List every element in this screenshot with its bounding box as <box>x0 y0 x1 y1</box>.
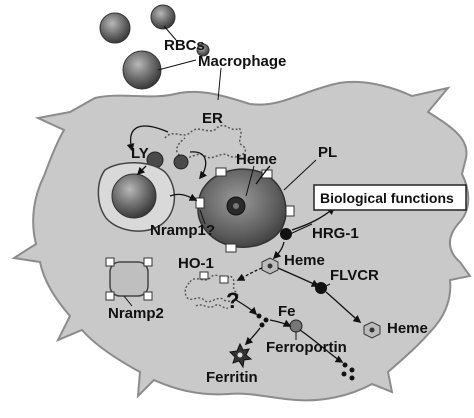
label-er: ER <box>202 110 223 127</box>
exported-fe-dot <box>349 367 355 373</box>
rbc-cell <box>99 12 131 44</box>
exported-fe-dot <box>342 362 348 368</box>
transporter <box>105 257 115 267</box>
arrow-flvcr-export <box>325 291 362 323</box>
phagolysosome <box>195 167 295 253</box>
fe-dot <box>263 317 269 323</box>
flvcr-channel <box>315 282 327 294</box>
fe-dot <box>259 322 265 328</box>
arrow-heme-to-flvcr <box>277 267 320 287</box>
arrow-hrg1-to-heme <box>272 241 285 260</box>
er-network <box>164 124 247 159</box>
label-flvcr: FLVCR <box>330 267 379 284</box>
label-ferroportin: Ferroportin <box>266 339 347 356</box>
transporter <box>143 291 153 301</box>
arrow-pl-heme-release <box>255 165 271 185</box>
ferritin-core <box>237 352 243 358</box>
arrow-phagosome-to-pl <box>169 193 198 201</box>
arrow-heme-to-ho1 <box>236 267 263 281</box>
label-fe: Fe <box>278 303 296 320</box>
label-heme-top: Heme <box>236 151 277 168</box>
ho1-enzyme <box>219 275 229 284</box>
ho1-er-network <box>184 274 239 303</box>
arrow-fe-to-ferroportin <box>269 319 292 327</box>
arrow-er-to-ly <box>126 125 169 152</box>
biological-functions-box <box>313 184 467 211</box>
transporter <box>285 205 295 217</box>
label-hrg1: HRG-1 <box>312 225 359 242</box>
rbc-cell-engulfed <box>122 50 162 90</box>
rbc-in-phagosome <box>111 173 157 219</box>
transporter <box>105 291 115 301</box>
arrow-ly-to-phagosome <box>136 165 147 176</box>
transporter <box>143 257 153 267</box>
label-macrophage: Macrophage <box>198 53 286 70</box>
label-ho1: HO-1 <box>178 255 214 272</box>
label-leader-lines <box>123 25 331 340</box>
arrow-ho1-to-fe <box>235 299 258 316</box>
lysosome-vesicle <box>173 154 189 170</box>
label-nramp1: Nramp1? <box>150 222 215 239</box>
label-rbcs: RBCs <box>164 37 205 54</box>
label-heme-right: Heme <box>387 320 428 337</box>
nramp2-vesicle <box>109 261 149 297</box>
label-biological-functions: Biological functions <box>320 190 454 206</box>
hrg1-channel <box>280 228 292 240</box>
label-ly: LY <box>131 145 149 162</box>
label-pl: PL <box>318 144 337 161</box>
label-ferritin: Ferritin <box>206 369 258 386</box>
rbc-cell <box>150 4 176 30</box>
fe-dot <box>256 313 262 319</box>
label-question: ? <box>226 288 239 313</box>
label-nramp2: Nramp2 <box>108 305 164 322</box>
arrow-fe-to-ferritin <box>244 327 261 346</box>
transporter <box>225 243 237 253</box>
transporter <box>195 197 205 209</box>
exported-fe-dot <box>341 371 347 377</box>
pathway-arrows <box>126 125 362 363</box>
heme-center <box>369 327 375 333</box>
arrow-ferroportin-export <box>299 329 344 363</box>
transporter <box>215 167 227 177</box>
heme-center <box>267 263 273 269</box>
exported-fe-dot <box>349 375 355 381</box>
ho1-enzyme <box>199 271 209 280</box>
heme-core-center <box>233 203 239 209</box>
rbc-cell-small <box>196 43 210 57</box>
ho1-er-network <box>195 304 229 310</box>
rbc-cluster <box>99 4 210 90</box>
arrow-er-lysosome <box>189 151 207 180</box>
label-heme-mid: Heme <box>284 252 325 269</box>
